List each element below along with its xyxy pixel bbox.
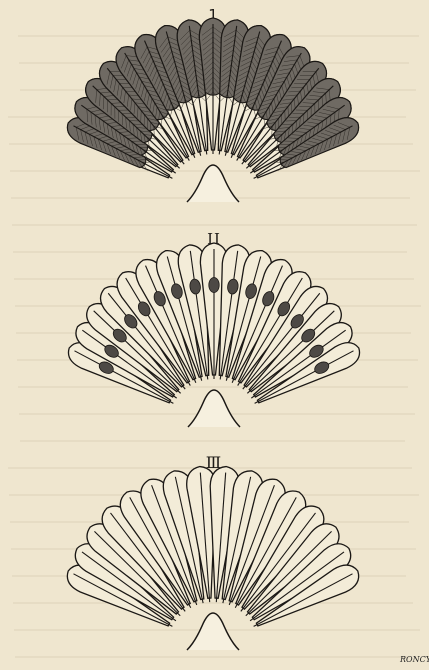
artist-signature: RONCY — [399, 655, 429, 664]
feather-eye-spot — [209, 278, 219, 293]
